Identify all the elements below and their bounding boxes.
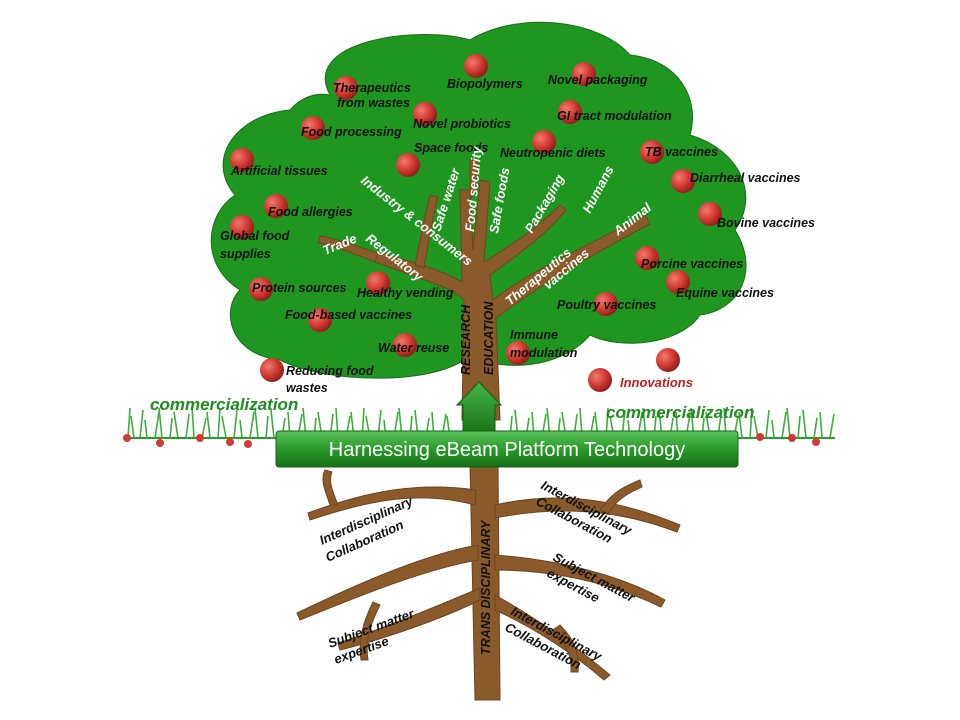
fruit-apple — [532, 130, 556, 154]
label-tb-vaccines: TB vaccines — [645, 145, 718, 159]
fruit-labels: Therapeutics from wastes Biopolymers Nov… — [220, 73, 815, 395]
fruit-apple — [366, 271, 390, 295]
fruit-apple — [464, 54, 488, 78]
label-bovine: Bovine vaccines — [717, 216, 815, 230]
commercialization-labels: commercialization commercialization Inno… — [150, 375, 754, 422]
label-diarrheal: Diarrheal vaccines — [690, 171, 801, 185]
tree-trunk — [317, 159, 651, 421]
label-immune-2: modulation — [510, 346, 578, 360]
fruit-apple — [635, 246, 659, 270]
fruit-apple — [640, 140, 664, 164]
commercialization-left: commercialization — [150, 395, 298, 414]
label-water-reuse: Water reuse — [378, 341, 449, 355]
label-artificial-tissues: Artificial tissues — [230, 164, 328, 178]
fruit-apple — [413, 102, 437, 126]
fruit-apple — [264, 194, 288, 218]
fruit-apple — [594, 292, 618, 316]
commercialization-right: commercialization — [606, 403, 754, 422]
label-reducing: Reducing food — [286, 364, 374, 378]
fruit-apple — [249, 277, 273, 301]
label-porcine: Porcine vaccines — [641, 257, 743, 271]
fruit-apple — [393, 333, 417, 357]
fruit-apple — [301, 116, 325, 140]
label-healthy-vending: Healthy vending — [357, 286, 454, 300]
label-novel-packaging: Novel packaging — [548, 73, 648, 87]
trunk-labels: RESEARCH EDUCATION TRANS DISCIPLINARY — [459, 301, 496, 655]
fruit-apple — [558, 100, 582, 124]
label-equine: Equine vaccines — [676, 286, 774, 300]
ground-fruits — [123, 433, 820, 448]
fruit-apple — [572, 62, 596, 86]
fruit-apple — [666, 270, 690, 294]
fruit-apple — [588, 368, 612, 392]
label-gi-tract: GI tract modulation — [557, 109, 672, 123]
label-poultry: Poultry vaccines — [557, 298, 656, 312]
platform-banner: Harnessing eBeam Platform Technology — [275, 430, 739, 468]
label-global-food: Global food — [220, 229, 290, 243]
fruit-apple — [334, 76, 358, 100]
tree-fruits — [230, 54, 722, 392]
trunk-trans-disciplinary: TRANS DISCIPLINARY — [479, 519, 493, 655]
label-space-foods: Space foods — [414, 141, 488, 155]
label-food-based-vaccines: Food-based vaccines — [285, 308, 412, 322]
label-food-processing: Food processing — [301, 125, 402, 139]
branch-food-security: Food security — [462, 145, 484, 232]
fruit-apple — [506, 341, 530, 365]
label-therapeutics-wastes: Therapeutics — [333, 81, 411, 95]
trunk-education: EDUCATION — [482, 301, 496, 375]
trunk-research: RESEARCH — [459, 304, 473, 375]
label-food-allergies: Food allergies — [268, 205, 353, 219]
label-protein: Protein sources — [252, 281, 347, 295]
fruit-apple — [308, 308, 332, 332]
fruit-apple — [230, 148, 254, 172]
fruit-apple — [671, 169, 695, 193]
label-biopolymers: Biopolymers — [447, 77, 523, 91]
banner-title: Harnessing eBeam Platform Technology — [329, 439, 685, 461]
label-therapeutics-wastes-2: from wastes — [337, 96, 410, 110]
label-immune: Immune — [510, 328, 558, 342]
label-novel-probiotics: Novel probiotics — [413, 117, 511, 131]
fruit-apple — [230, 215, 254, 239]
label-global-food-2: supplies — [220, 247, 271, 261]
innovations-label: Innovations — [620, 375, 693, 390]
label-reducing-2: wastes — [286, 381, 328, 395]
fruit-apple — [396, 153, 420, 177]
fruit-apple — [698, 202, 722, 226]
fruit-apple — [260, 358, 284, 382]
label-neutropenic: Neutropenic diets — [500, 146, 606, 160]
fruit-apple — [656, 348, 680, 372]
